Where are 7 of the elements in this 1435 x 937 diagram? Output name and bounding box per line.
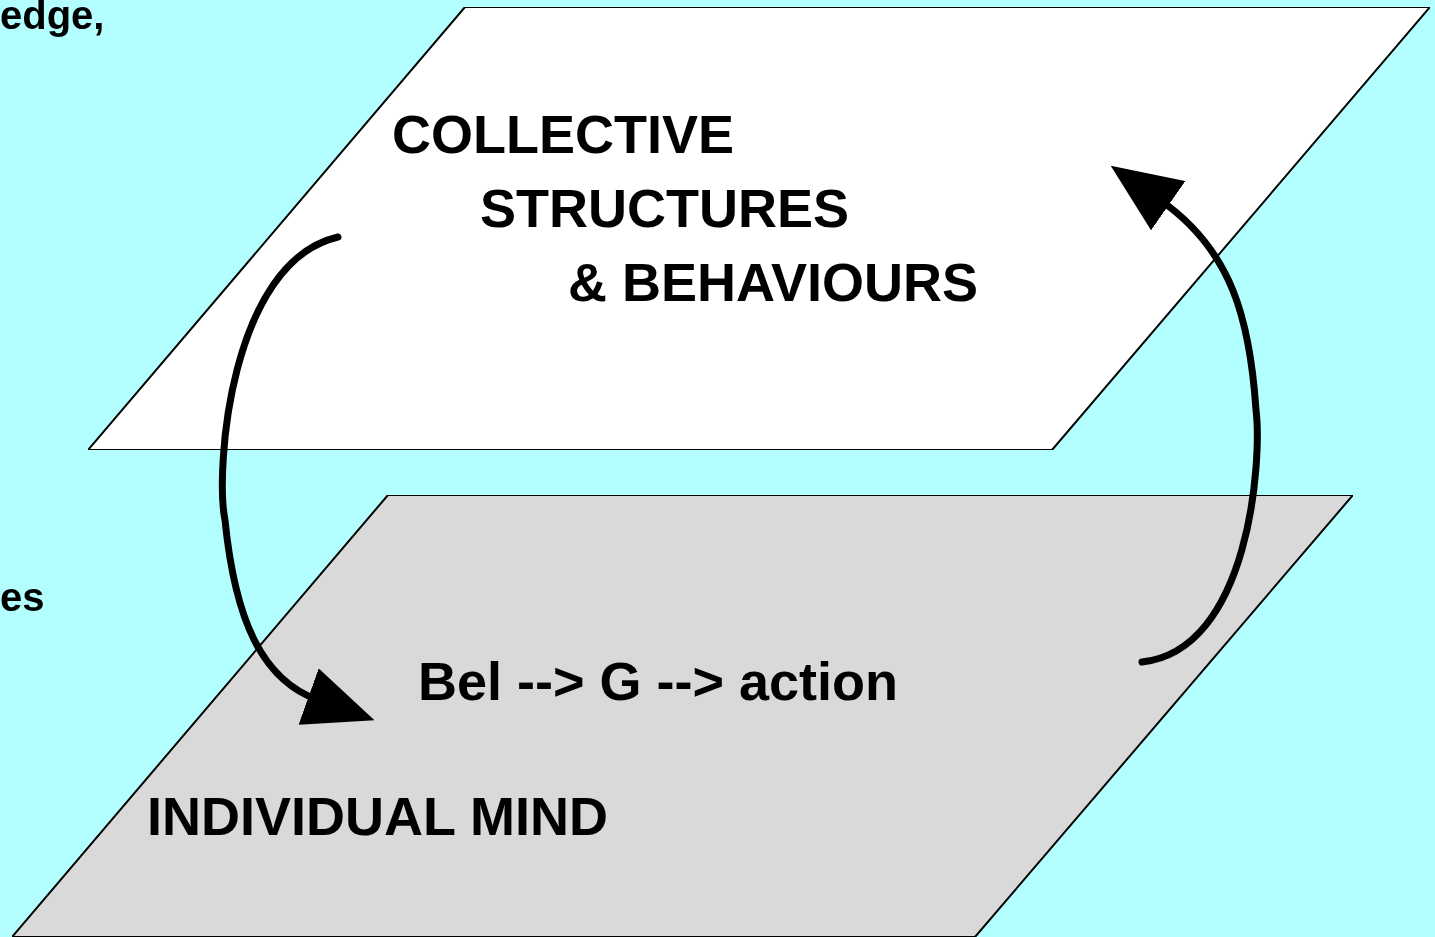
layer-title: COLLECTIVE STRUCTURES & BEHAVIOURS bbox=[392, 103, 979, 314]
side-text: es bbox=[0, 574, 45, 621]
side-text: edge, bbox=[0, 0, 105, 39]
curved-arrow bbox=[218, 233, 373, 724]
curved-arrow bbox=[1112, 163, 1261, 666]
layer-text: INDIVIDUAL MIND bbox=[147, 785, 608, 847]
layer-text: Bel --> G --> action bbox=[418, 650, 899, 712]
